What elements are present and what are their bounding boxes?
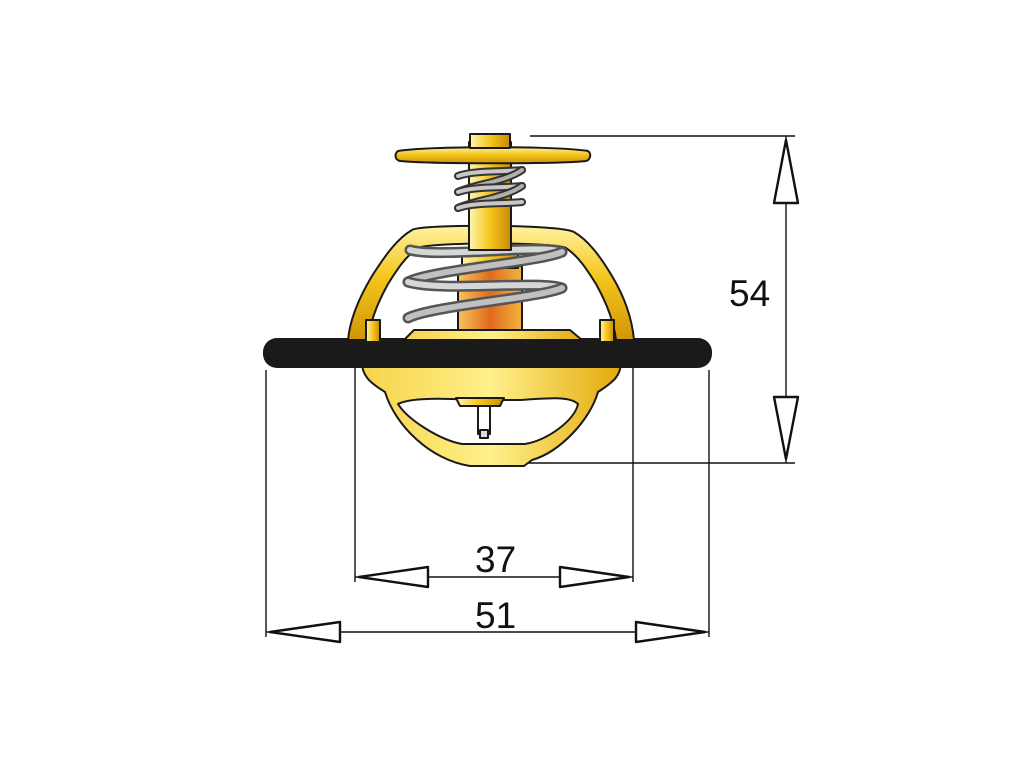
height-top-arrow	[772, 138, 800, 205]
inner-width-right-arrow	[558, 565, 631, 589]
thermostat-seat-plate	[403, 329, 583, 341]
thermostat-main-spring	[402, 243, 568, 324]
outer-width-right-arrow	[634, 620, 707, 644]
outer-width-label: 51	[475, 595, 516, 636]
height-bottom-arrow	[772, 395, 800, 461]
thermostat-pin-end	[479, 429, 489, 439]
inner-width-label: 37	[475, 539, 516, 580]
thermostat-piston-tip	[455, 397, 505, 407]
thermostat	[263, 133, 712, 467]
dimension-arrows	[268, 138, 800, 644]
thermostat-top-disc	[394, 146, 592, 165]
thermostat-top-cap	[469, 133, 511, 149]
inner-width-left-arrow	[357, 565, 430, 589]
outer-width-left-arrow	[268, 620, 342, 644]
frame-left-tab	[365, 319, 381, 343]
thermostat-gasket	[263, 338, 712, 368]
thermostat-top-spring	[454, 166, 526, 212]
frame-right-tab	[599, 319, 615, 343]
height-label: 54	[729, 273, 770, 314]
